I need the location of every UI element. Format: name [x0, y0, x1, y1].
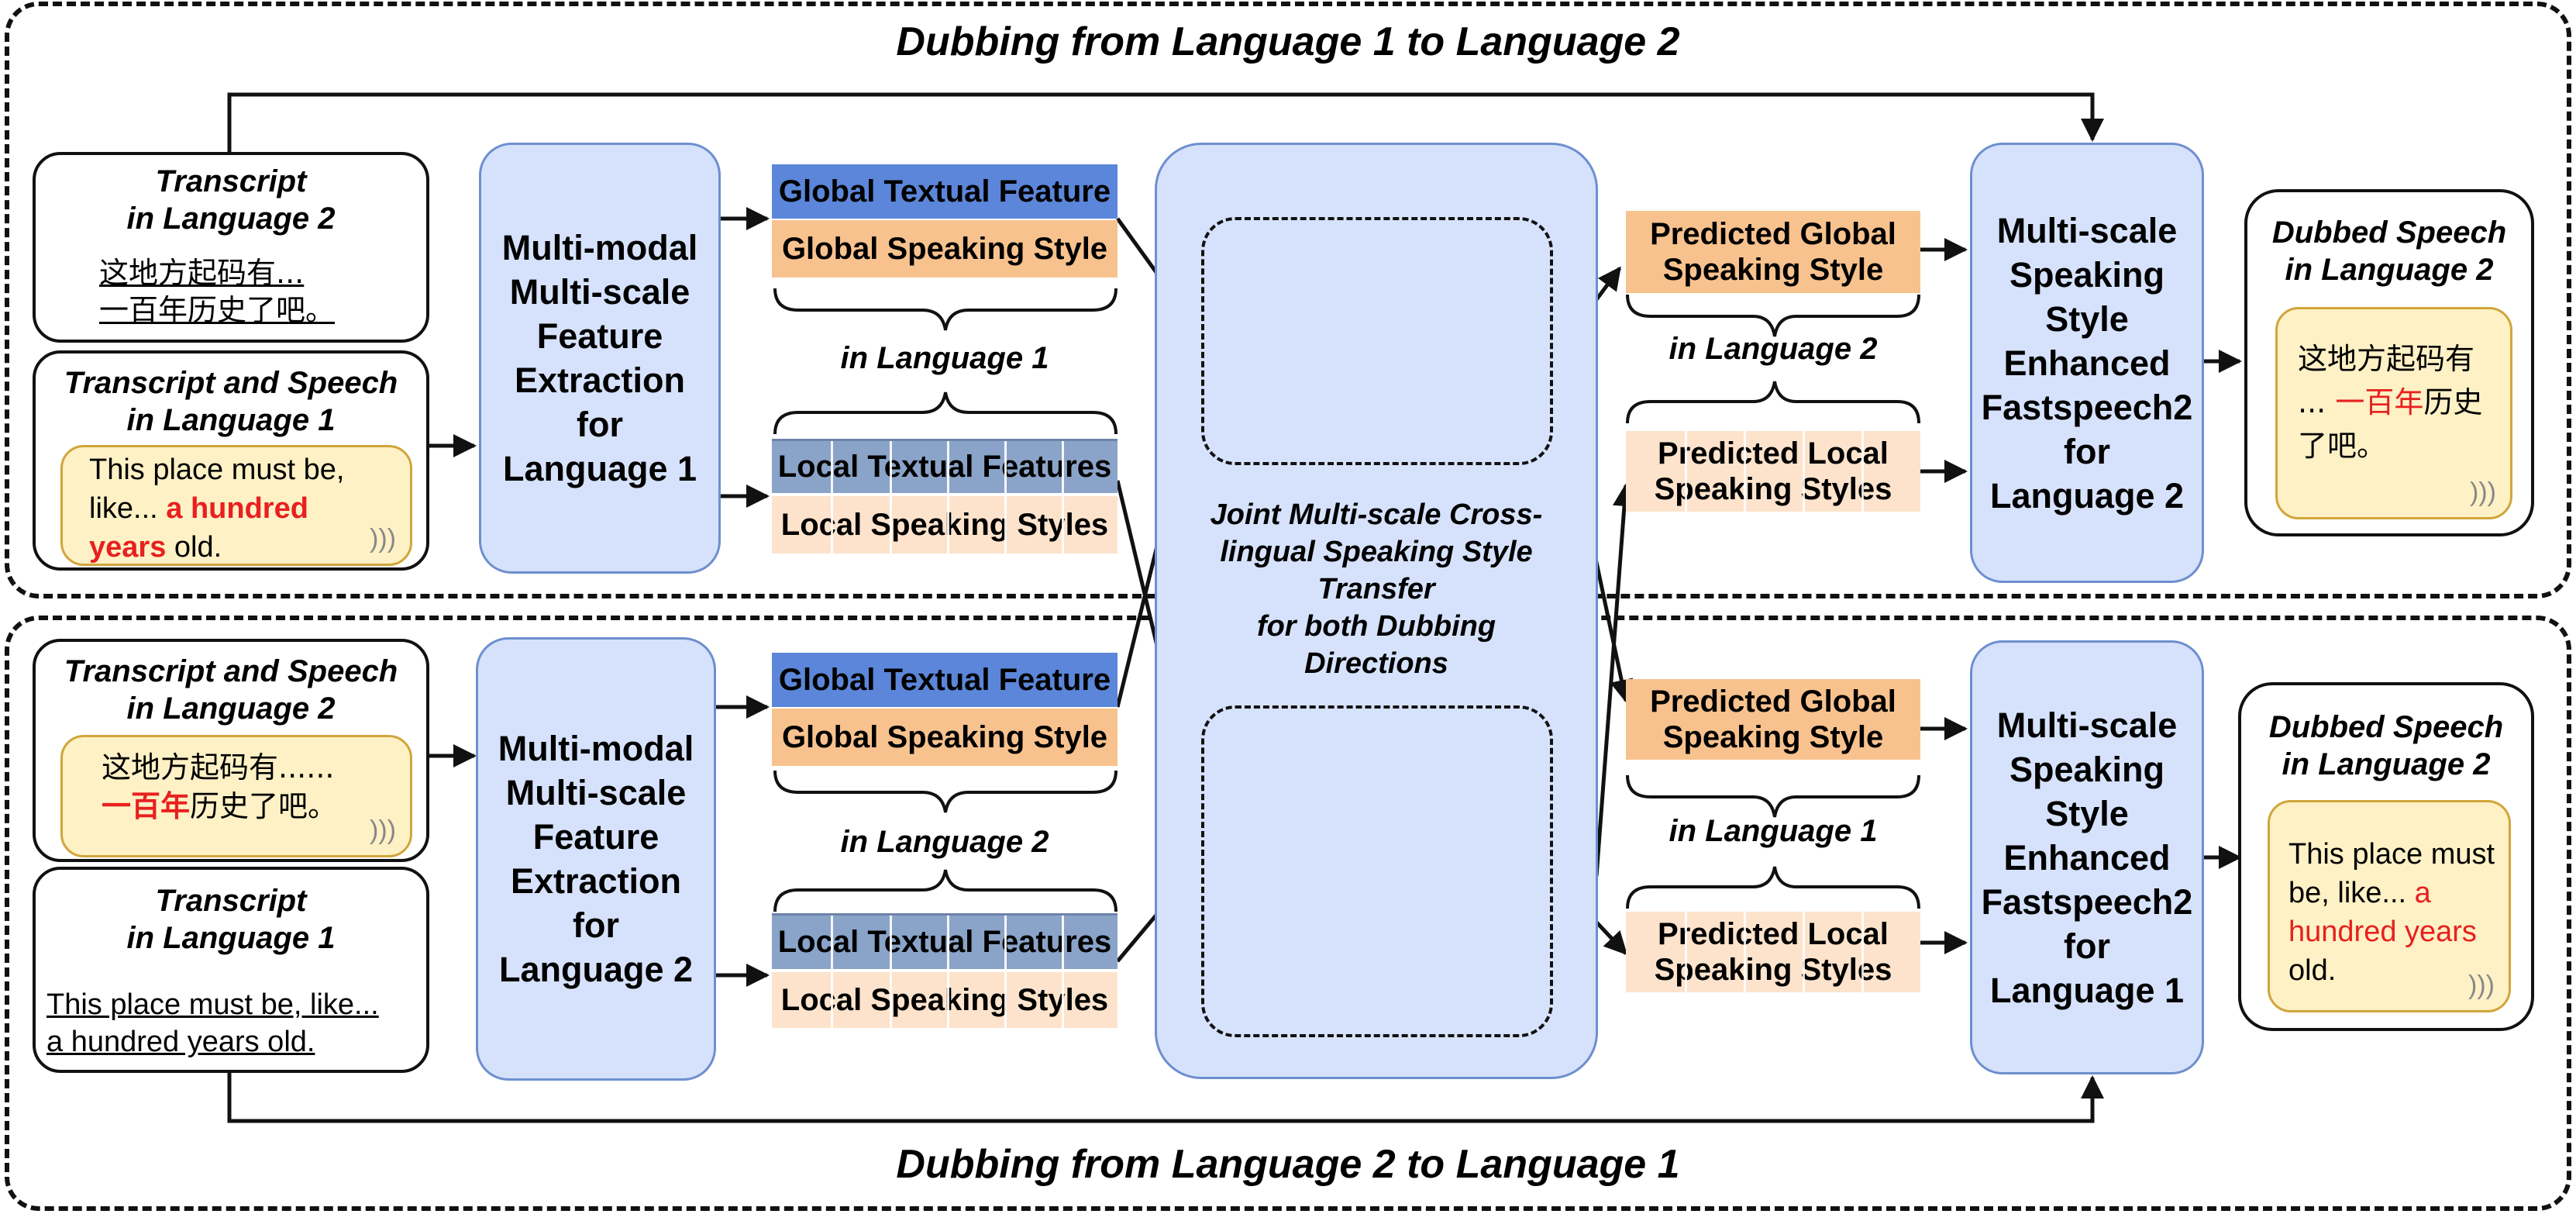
bottom-skip-arrow [227, 1073, 2104, 1123]
bottom-output-bubble: This place must be, like... a hundred ye… [2268, 800, 2511, 1012]
bottom-language-label: in Language 2 [840, 825, 1049, 859]
top-direction-title: Dubbing from Language 1 to Language 2 [896, 19, 1680, 64]
top-speech-highlight: a hundred years [89, 492, 308, 564]
speaker-wave-icon: ))) [370, 816, 396, 845]
bottom-predicted-global-style: Predicted Global Speaking Style [1626, 679, 1920, 760]
top-skip-arrow [227, 92, 2104, 152]
top-global-speaking-style: Global Speaking Style [772, 220, 1118, 278]
top-output-title: Dubbed Speech in Language 2 [2271, 216, 2507, 287]
top-predicted-local-styles: Predicted Local Speaking Styles [1626, 431, 1920, 512]
bottom-output-title: Dubbed Speech in Language 2 [2268, 710, 2504, 781]
bottom-speech-text-end: 历史了吧。 [190, 789, 338, 823]
top-speech-text-end: old. [166, 531, 222, 564]
bottom-output-text: This place must be, like... [2288, 838, 2495, 909]
top-speech-bubble: This place must be, like... a hundred ye… [60, 445, 412, 566]
bottom-output-highlight: a hundred years [2288, 877, 2477, 948]
bottom-synthesizer: Multi-scale Speaking Style Enhanced Fast… [1970, 640, 2204, 1074]
top-speech-box: Transcript and Speech in Language 1 This… [33, 350, 429, 571]
brace-icon [773, 288, 1920, 912]
bottom-global-textual-feature: Global Textual Feature [772, 653, 1118, 707]
bottom-speech-highlight: 一百年 [102, 789, 191, 823]
bottom-output-box: Dubbed Speech in Language 2 This place m… [2238, 682, 2534, 1031]
bottom-direction-title: Dubbing from Language 2 to Language 1 [896, 1142, 1680, 1187]
bottom-global-speaking-style: Global Speaking Style [772, 709, 1118, 766]
bottom-predicted-local-styles: Predicted Local Speaking Styles [1626, 912, 1920, 992]
top-output-text: 这地方起码有 ... [2298, 342, 2475, 419]
top-predicted-global-style: Predicted Global Speaking Style [1626, 211, 1920, 293]
top-language-label: in Language 1 [840, 341, 1049, 375]
bottom-speech-box: Transcript and Speech in Language 2 这地方起… [33, 639, 429, 862]
top-transcript-title: Transcript in Language 2 [126, 164, 336, 236]
speaker-wave-icon: ))) [2470, 478, 2496, 507]
bottom-predicted-language-label: in Language 1 [1669, 814, 1878, 848]
top-transfer-diagram [1201, 217, 1553, 465]
top-feature-extractor: Multi-modal Multi-scale Feature Extracti… [479, 143, 721, 574]
top-local-textual-features: Local Textual Features [772, 439, 1118, 493]
bottom-transcript-text: This place must be, like... a hundred ye… [46, 988, 379, 1058]
top-global-textual-feature: Global Textual Feature [772, 164, 1118, 219]
top-transcript-text: 这地方起码有... 一百年历史了吧。 [99, 256, 336, 327]
top-local-speaking-styles: Local Speaking Styles [772, 496, 1118, 554]
bottom-transcript-box: Transcript in Language 1 This place must… [33, 867, 429, 1073]
joint-transfer-label: Joint Multi-scale Cross- lingual Speakin… [1210, 498, 1543, 680]
top-predicted-language-label: in Language 2 [1669, 332, 1878, 366]
speaker-wave-icon: ))) [2468, 971, 2495, 1000]
top-output-box: Dubbed Speech in Language 2 这地方起码有 ... 一… [2244, 189, 2534, 536]
bottom-speech-text: 这地方起码有...... [102, 750, 335, 785]
bottom-transcript-title: Transcript in Language 1 [126, 884, 336, 955]
bottom-transfer-diagram [1201, 705, 1553, 1037]
bottom-speech-bubble: 这地方起码有...... 一百年历史了吧。 ))) [60, 735, 412, 857]
top-synthesizer: Multi-scale Speaking Style Enhanced Fast… [1970, 143, 2204, 583]
joint-transfer-module [1155, 143, 1598, 1079]
bottom-feature-extractor: Multi-modal Multi-scale Feature Extracti… [476, 637, 716, 1081]
bottom-speech-title: Transcript and Speech in Language 2 [64, 654, 398, 726]
bottom-output-text-end: old. [2288, 954, 2337, 987]
top-transcript-box: Transcript in Language 2 这地方起码有... 一百年历史… [33, 152, 429, 343]
top-speech-text: This place must be, like... [89, 454, 345, 525]
speaker-wave-icon: ))) [370, 524, 396, 554]
bottom-local-textual-features: Local Textual Features [772, 913, 1118, 969]
top-output-bubble: 这地方起码有 ... 一百年历史 了吧。 ))) [2275, 307, 2512, 519]
top-output-highlight: 一百年 [2335, 385, 2424, 419]
top-speech-title: Transcript and Speech in Language 1 [64, 366, 398, 437]
top-output-text-end: 历史 了吧。 [2298, 385, 2483, 463]
bottom-local-speaking-styles: Local Speaking Styles [772, 972, 1118, 1028]
